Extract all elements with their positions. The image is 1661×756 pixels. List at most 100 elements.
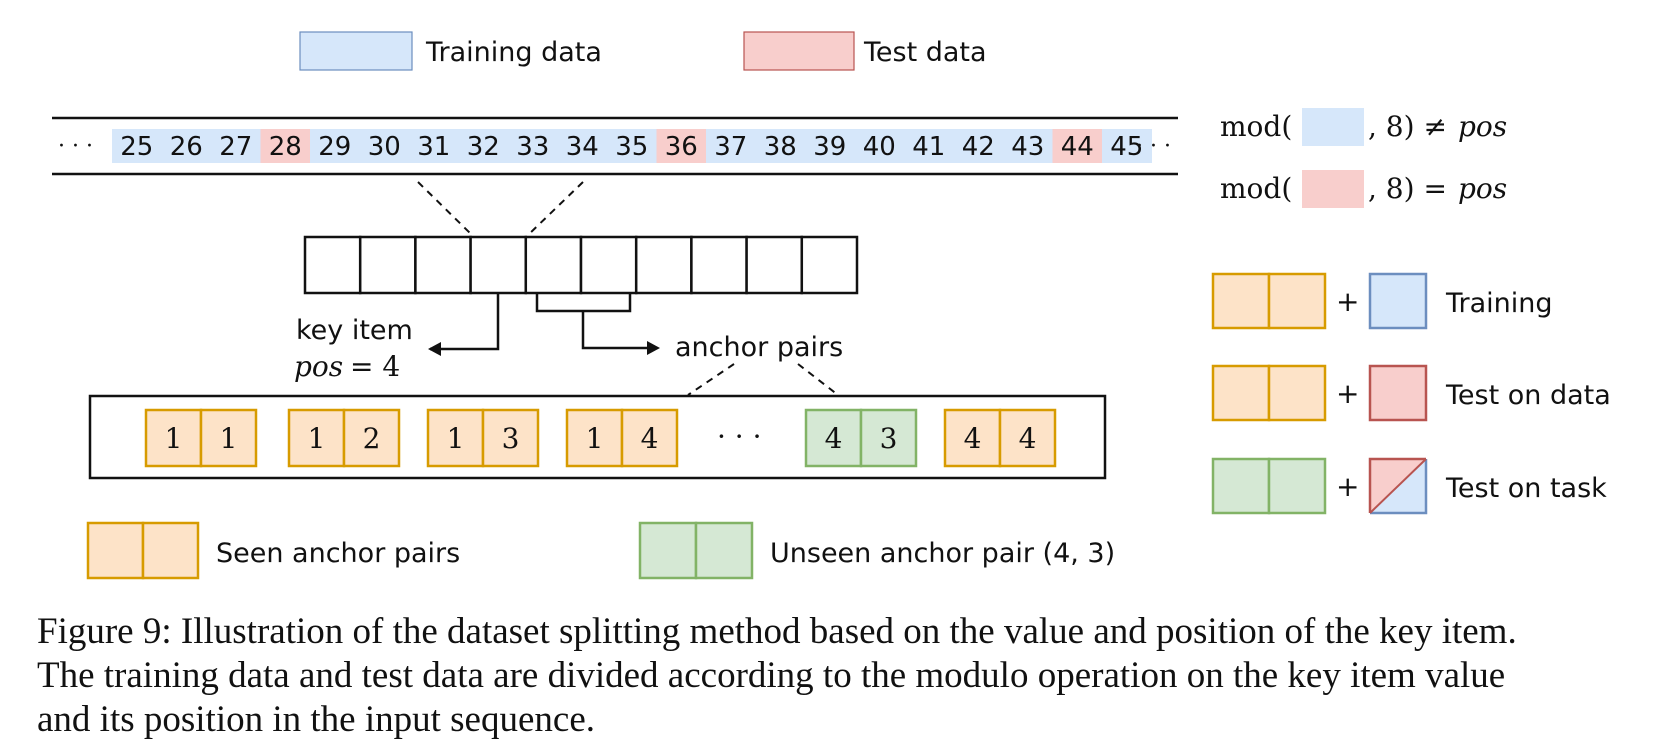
input-cell (800, 235, 859, 295)
anchor-cell (342, 408, 401, 468)
anchor-cell (943, 408, 1002, 468)
sequence-number: 26 (170, 132, 203, 162)
train-number-cell (359, 129, 410, 163)
mod-rule-train-prefix: mod( (1220, 110, 1292, 143)
mod-rule-test-suffix: , 8) = (1368, 172, 1447, 205)
anchor-zoom-right (797, 363, 839, 396)
train-number-cell (211, 129, 261, 163)
split-legend-test-data-label: Test on data (1445, 380, 1611, 411)
anchor-value-second: 1 (220, 422, 238, 455)
bottom-seen-swatch (86, 521, 145, 580)
train-number-cell (310, 129, 360, 163)
test-number-cell (260, 129, 311, 163)
key-item-arrowhead (428, 342, 441, 356)
bottom-unseen-swatch (694, 521, 754, 580)
seen-pair-swatch (1211, 364, 1271, 422)
train-number-cell (1003, 129, 1053, 163)
input-cell (745, 235, 804, 295)
anchor-cell (620, 408, 679, 468)
sequence-left-ellipsis: · · · (58, 134, 93, 159)
plus-sign: + (1336, 285, 1359, 318)
mod-rule-test-swatch (1302, 170, 1364, 208)
plus-sign: + (1336, 470, 1359, 503)
train-number-cell (161, 129, 212, 163)
unseen-pair-swatch (1211, 457, 1271, 515)
anchor-value-second: 3 (880, 422, 898, 455)
sequence-number: 36 (665, 132, 698, 162)
mixed-swatch-border-test (1368, 457, 1426, 513)
input-cell (579, 235, 638, 295)
key-item-pos-var: pos (294, 350, 343, 383)
sequence-number: 28 (269, 132, 302, 162)
mod-rule-test-prefix: mod( (1220, 172, 1292, 205)
anchor-pairs-label: anchor pairs (675, 332, 843, 363)
anchor-value-first: 1 (447, 422, 465, 455)
zoom-line-left (417, 181, 474, 237)
mixed-swatch-diagonal (1369, 458, 1427, 514)
legend-training-label: Training data (425, 37, 602, 68)
train-number-cell (706, 129, 756, 163)
anchor-connector (581, 311, 648, 350)
anchor-cell (859, 408, 918, 468)
key-item-pos-value: = 4 (350, 350, 400, 383)
sequence-number: 27 (219, 132, 252, 162)
train-number-cell (854, 129, 905, 163)
anchor-value-first: 4 (964, 422, 982, 455)
anchor-cell (998, 408, 1057, 468)
train-number-cell (904, 129, 954, 163)
mixed-swatch-border-train (1370, 459, 1428, 515)
training-data-swatch (1368, 272, 1428, 330)
input-sequence-cells (303, 235, 859, 295)
sequence-number: 39 (813, 132, 846, 162)
sequence-number: 29 (318, 132, 351, 162)
input-cell (414, 235, 472, 295)
train-number-cell (112, 129, 162, 163)
sequence-number: 41 (912, 132, 945, 162)
sequence-number: 30 (368, 132, 401, 162)
train-number-cell (1102, 129, 1152, 163)
zoom-line-right (526, 181, 584, 237)
train-number-cell (508, 129, 558, 163)
anchor-value-second: 3 (502, 422, 520, 455)
unseen-pair-swatch (1267, 457, 1327, 515)
plus-sign: + (1336, 377, 1359, 410)
sequence-number: 37 (714, 132, 747, 162)
anchor-zoom-left (687, 363, 735, 396)
sequence-number: 44 (1061, 132, 1094, 162)
sequence-number: 25 (120, 132, 153, 162)
input-cell (634, 235, 693, 295)
legend-training-swatch (299, 31, 413, 71)
input-cell (524, 235, 583, 295)
split-legend-test-data: + Test on data (1211, 364, 1611, 422)
key-item-connector (430, 293, 500, 351)
anchor-value-second: 2 (363, 422, 381, 455)
input-cell (469, 235, 528, 295)
seen-pair-swatch (1267, 364, 1327, 422)
anchor-value-first: 1 (165, 422, 183, 455)
anchor-bracket (535, 293, 632, 313)
sequence-number: 38 (764, 132, 797, 162)
sequence-number: 34 (566, 132, 599, 162)
caption-line: Figure 9: Illustration of the dataset sp… (37, 611, 1517, 652)
sequence-right-ellipsis: · · · (1136, 134, 1171, 159)
anchor-cell (144, 408, 203, 468)
test-number-cell (1052, 129, 1103, 163)
train-number-cell (755, 129, 806, 163)
train-number-cell (458, 129, 509, 163)
train-number-cell (953, 129, 1004, 163)
anchor-value-first: 1 (308, 422, 326, 455)
mod-rule-test-pos: pos (1458, 172, 1507, 205)
bottom-unseen-swatch (638, 521, 698, 580)
anchor-pairs-ellipsis: · · · (717, 420, 762, 453)
anchor-value-first: 1 (586, 422, 604, 455)
sequence-number: 35 (615, 132, 648, 162)
anchor-cell (287, 408, 346, 468)
sequence-number: 43 (1011, 132, 1044, 162)
